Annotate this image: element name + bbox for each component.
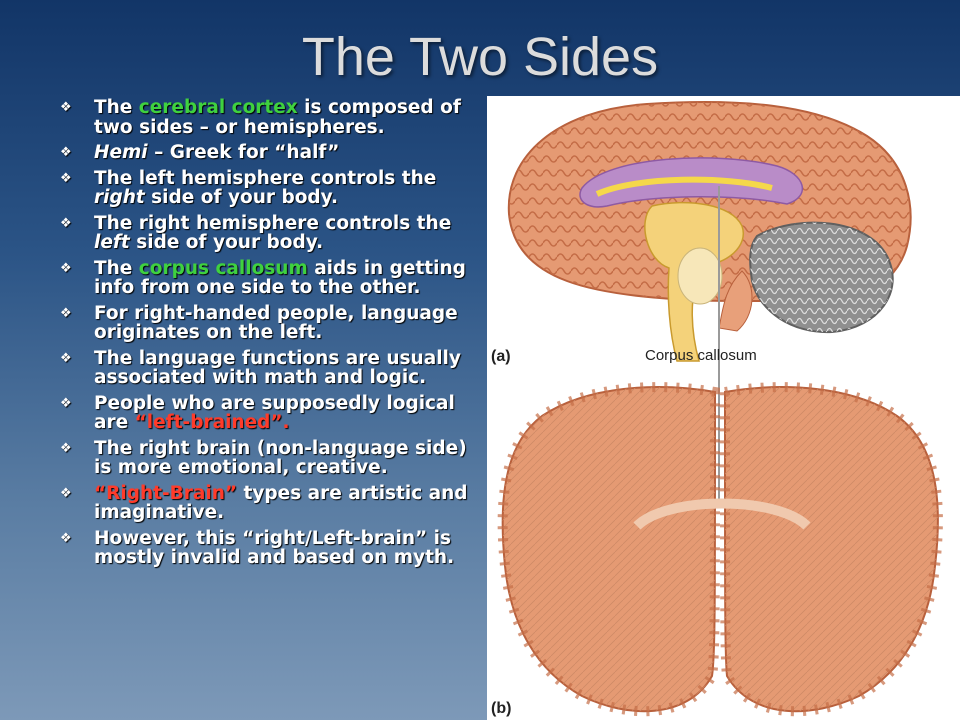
bullet-item: ❖The right hemisphere controls the left …	[58, 212, 468, 253]
bullet-text-segment: For right-handed people, language origin…	[94, 302, 458, 343]
bullet-text-segment: The right hemisphere controls the	[94, 212, 452, 234]
bullet-text-segment: The right brain (non-language side) is m…	[94, 437, 467, 478]
diamond-bullet-icon: ❖	[60, 305, 72, 321]
diamond-bullet-icon: ❖	[60, 485, 72, 501]
corpus-callosum-label: Corpus callosum	[645, 347, 757, 364]
diamond-bullet-icon: ❖	[60, 440, 72, 456]
bullet-text-segment: right	[94, 187, 145, 208]
bullet-text-segment: types are artistic and imaginative.	[94, 482, 468, 523]
sagittal-brain-view	[507, 100, 912, 362]
slide-title: The Two Sides	[301, 27, 659, 87]
diamond-bullet-icon: ❖	[60, 145, 72, 160]
bullet-text-segment: “Right-Brain”	[94, 482, 238, 504]
bullet-text-segment: Hemi	[94, 142, 148, 163]
brain-illustration: (a) Corpus callosum (b)	[491, 100, 943, 717]
bullet-text-segment: The	[94, 97, 139, 118]
bullet-item: ❖ “Right-Brain” types are artistic and im…	[58, 482, 468, 523]
bullet-text-segment: People who are supposedly logical are	[94, 392, 455, 433]
bullet-item: ❖ The cerebral cortex is composed of two …	[58, 98, 468, 137]
figure-label-a: (a)	[491, 348, 511, 365]
bullet-text-segment: “left-brained”.	[134, 412, 290, 433]
diamond-bullet-icon: ❖	[60, 215, 72, 231]
bullet-item: ❖The left hemisphere controls the right …	[58, 167, 468, 208]
bullet-text-segment: corpus callosum	[138, 257, 308, 279]
brain-figure: (a) Corpus callosum (b)	[487, 96, 960, 720]
diamond-bullet-icon: ❖	[60, 170, 72, 186]
bullet-item: ❖ The language functions are usually asso…	[58, 347, 468, 388]
bullet-list: ❖ The cerebral cortex is composed of two …	[58, 98, 468, 574]
diamond-bullet-icon: ❖	[60, 530, 72, 546]
bullet-text-segment: side of your body.	[144, 187, 339, 208]
bullet-text-segment: The language functions are usually assoc…	[94, 347, 461, 388]
diamond-bullet-icon: ❖	[60, 395, 72, 411]
diamond-bullet-icon: ❖	[60, 260, 72, 276]
bullet-text-segment: is composed of two sides – or hemisphere…	[94, 97, 461, 138]
bullet-text-segment: The left hemisphere controls the	[94, 167, 437, 189]
bullet-item: ❖ However, this “right/Left-brain” is mos…	[58, 527, 468, 568]
diamond-bullet-icon: ❖	[60, 100, 72, 115]
bullet-text-segment: The	[94, 257, 139, 279]
bullet-text-segment: aids in getting info from one side to th…	[94, 257, 466, 298]
bullet-item: ❖ For right-handed people, language origi…	[58, 302, 468, 343]
bullet-item: ❖ Hemi – Greek for “half”	[58, 143, 468, 163]
bullet-item: ❖ People who are supposedly logical are “…	[58, 392, 468, 433]
bullet-text-segment: However, this “right/Left-brain” is most…	[94, 527, 455, 568]
diamond-bullet-icon: ❖	[60, 350, 72, 366]
bullet-text-segment: side of your body.	[129, 232, 324, 253]
figure-label-b: (b)	[491, 700, 511, 717]
bullet-text-segment: left	[94, 232, 130, 253]
bullet-text-segment: cerebral cortex	[138, 97, 298, 118]
bullet-item: ❖ The corpus callosum aids in getting inf…	[58, 257, 468, 298]
coronal-brain-view	[497, 382, 943, 717]
bullet-text-segment: – Greek for “half”	[147, 142, 340, 163]
bullet-item: ❖ The right brain (non-language side) is …	[58, 437, 468, 478]
